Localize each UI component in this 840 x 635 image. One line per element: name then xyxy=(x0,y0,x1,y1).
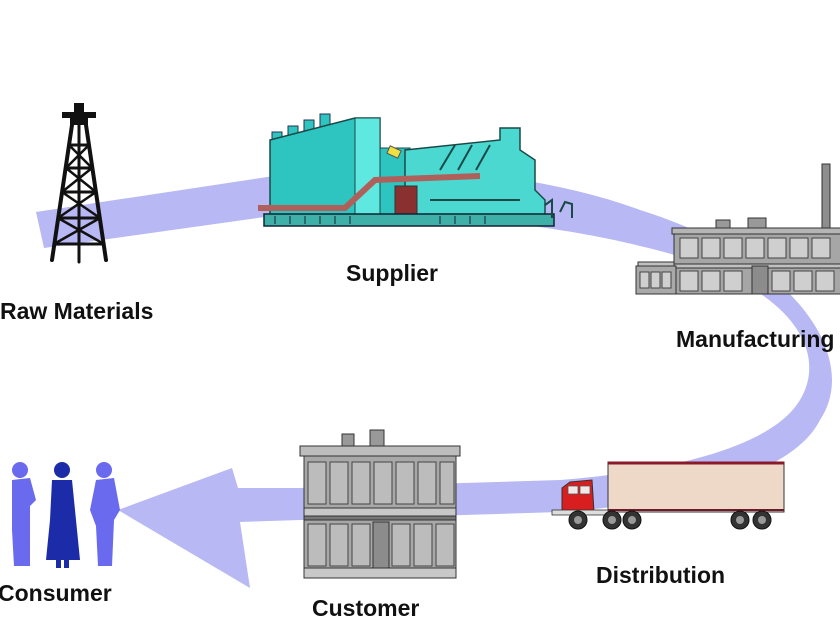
power-plant-icon xyxy=(258,113,573,227)
store-building-icon xyxy=(299,429,461,579)
stage-label-distribution: Distribution xyxy=(596,562,726,588)
oil-derrick-icon xyxy=(50,103,108,264)
stage-label-supplier: Supplier xyxy=(346,260,439,286)
stage-label-consumer: Consumer xyxy=(0,580,112,606)
factory-icon xyxy=(635,163,840,295)
stage-label-raw-materials: Raw Materials xyxy=(0,298,154,324)
stage-label-manufacturing: Manufacturing xyxy=(676,326,835,352)
people-icon xyxy=(12,462,120,568)
stage-label-customer: Customer xyxy=(312,595,420,621)
truck-icon xyxy=(551,461,785,530)
